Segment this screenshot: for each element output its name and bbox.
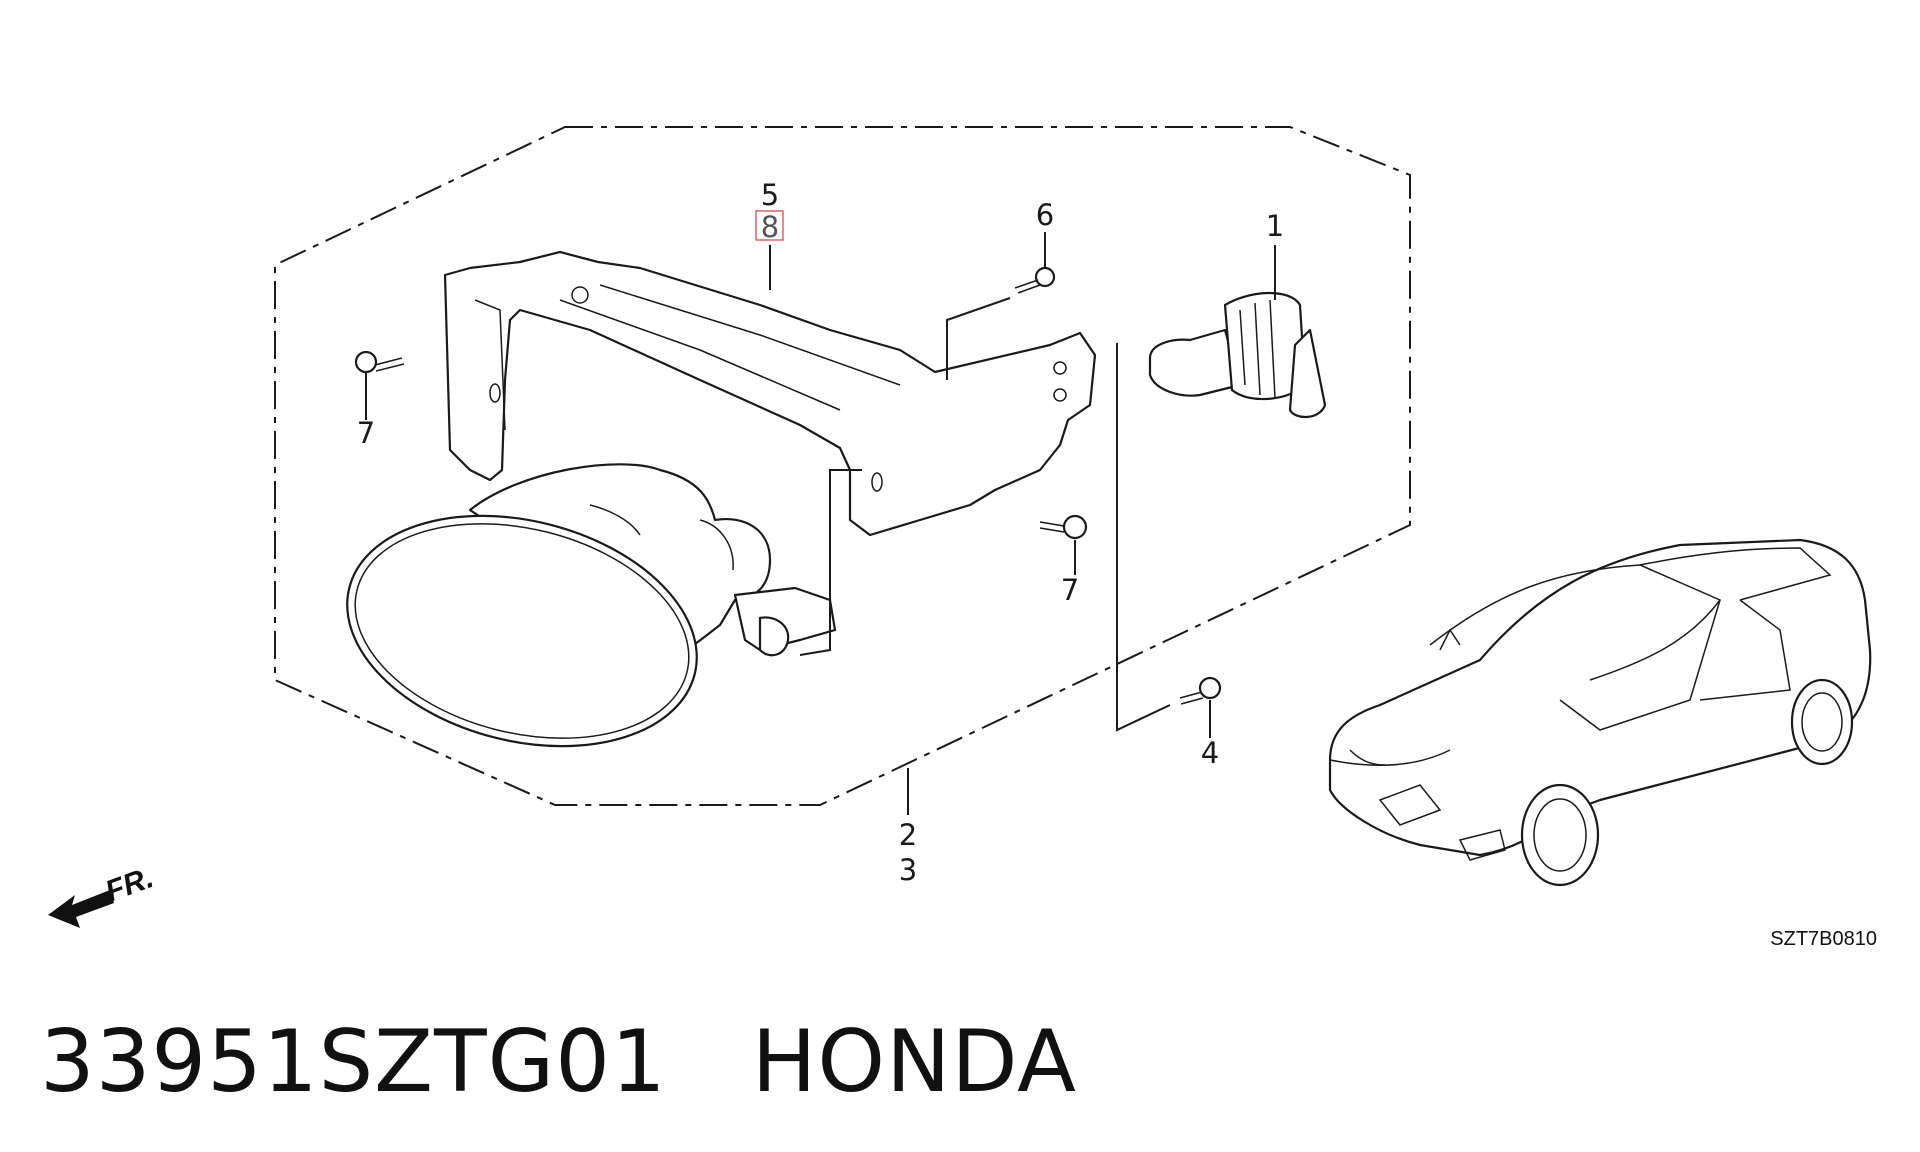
callout-5: 5 xyxy=(761,178,779,212)
screw-7-right xyxy=(1039,514,1088,540)
callout-1: 1 xyxy=(1266,209,1284,243)
callout-8: 8 xyxy=(761,210,779,244)
screw-6 xyxy=(1014,266,1056,294)
callout-7-left: 7 xyxy=(357,416,375,450)
direction-label: FR. xyxy=(101,861,158,909)
brand-name: HONDA xyxy=(751,1012,1077,1112)
vehicle-illustration xyxy=(1328,538,1872,887)
bulb xyxy=(1148,291,1327,418)
callout-3: 3 xyxy=(899,853,917,887)
caption: 33951SZTG01 HONDA xyxy=(40,1012,1077,1112)
screw-4 xyxy=(1179,676,1222,705)
callout-4: 4 xyxy=(1201,736,1219,770)
fog-lamp-housing xyxy=(346,463,837,748)
highlight-box xyxy=(755,210,784,241)
part-number: 33951SZTG01 xyxy=(40,1012,667,1112)
callout-2: 2 xyxy=(899,818,917,852)
callout-6: 6 xyxy=(1036,198,1054,232)
leader-lines xyxy=(365,232,1276,815)
front-arrow-icon xyxy=(48,890,114,928)
lamp-bracket xyxy=(443,250,1097,537)
assembly-outline xyxy=(274,126,1411,806)
screw-7-left xyxy=(354,350,405,374)
callout-7-right: 7 xyxy=(1061,573,1079,607)
diagram-code: SZT7B0810 xyxy=(1770,928,1877,950)
